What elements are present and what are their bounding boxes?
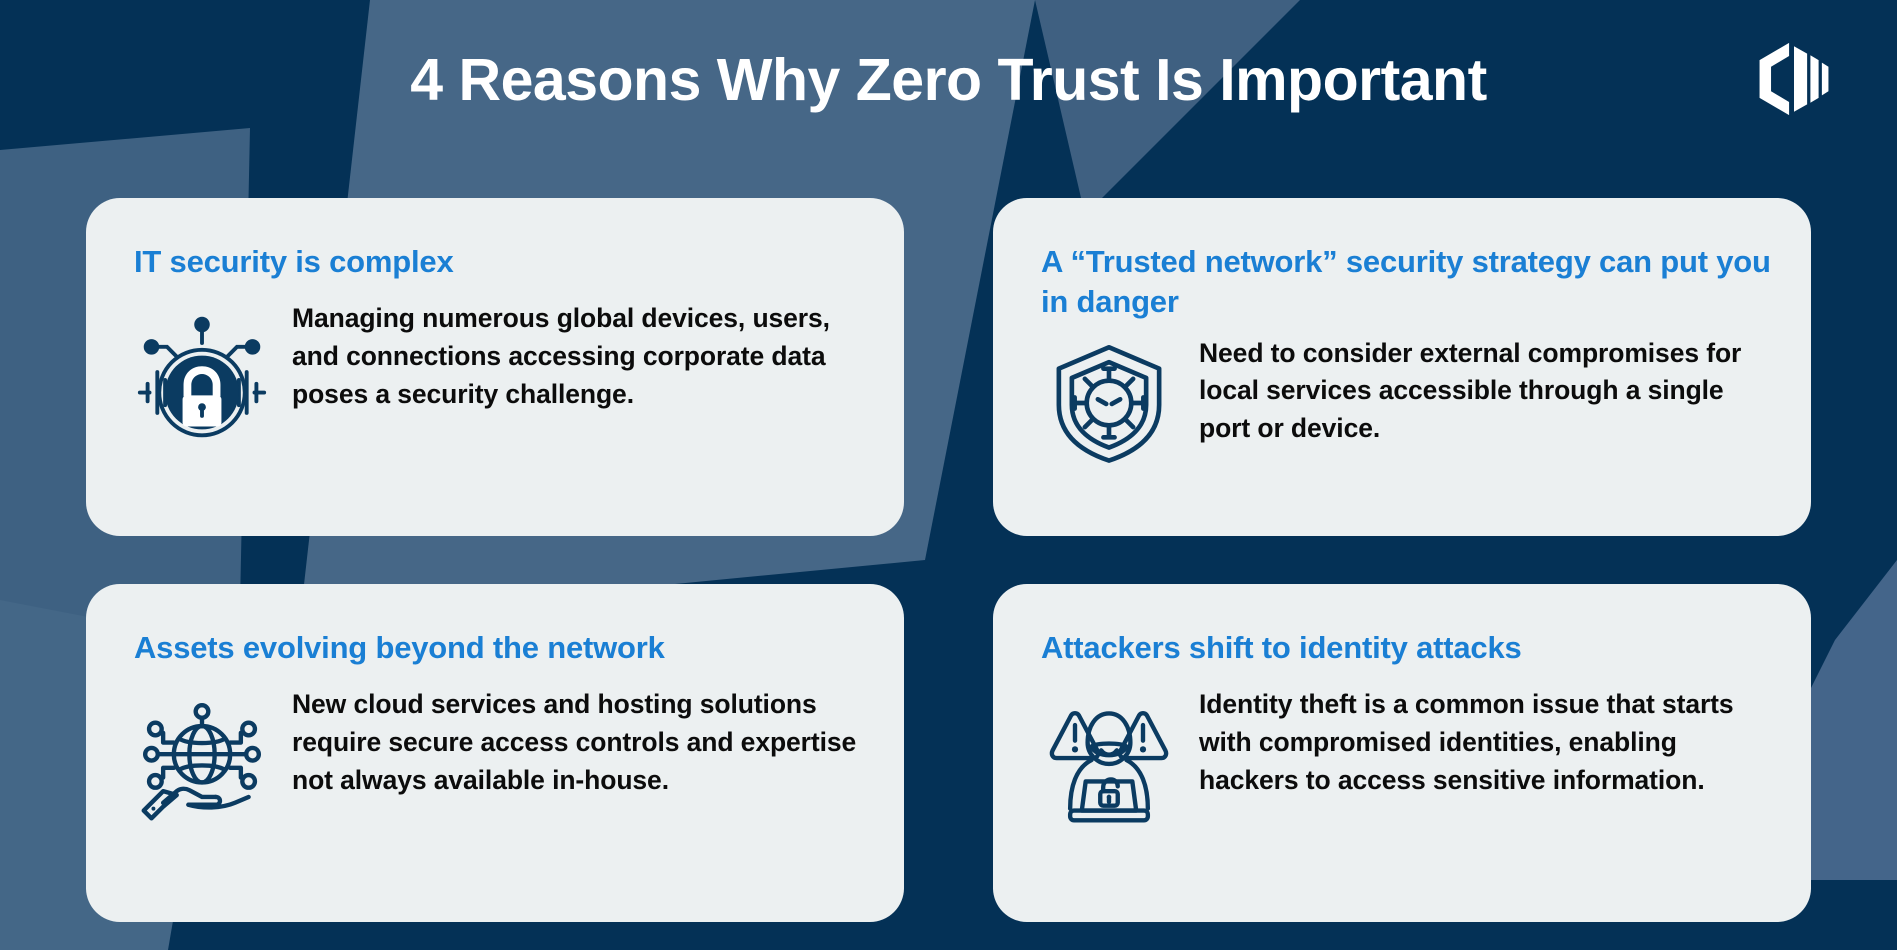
card-body: Identity theft is a common issue that st… (1041, 680, 1771, 888)
card-text: Managing numerous global devices, users,… (292, 303, 830, 409)
card-title: IT security is complex (134, 244, 454, 279)
reasons-grid: IT security is complex (86, 198, 1811, 922)
card-text: New cloud services and hosting solutions… (292, 689, 857, 795)
shield-virus-icon (1041, 335, 1177, 471)
logo-bar-1 (1794, 46, 1808, 112)
card-body: Need to consider external compromises fo… (1041, 329, 1771, 502)
padlock-circuit-icon (134, 308, 270, 444)
card-attackers-shift-identity[interactable]: Attackers shift to identity attacks (993, 584, 1811, 922)
logo-hex-outline (1759, 42, 1790, 116)
background-shape-top-right (1035, 0, 1300, 215)
card-it-security-is-complex[interactable]: IT security is complex (86, 198, 904, 536)
page-title: 4 Reasons Why Zero Trust Is Important (410, 46, 1487, 113)
hacker-laptop-warning-icon (1041, 694, 1177, 830)
logo-bar-3 (1821, 62, 1829, 96)
card-title: Attackers shift to identity attacks (1041, 630, 1522, 665)
card-body: New cloud services and hosting solutions… (134, 680, 864, 888)
card-text: Identity theft is a common issue that st… (1199, 689, 1734, 795)
card-body: Managing numerous global devices, users,… (134, 294, 864, 502)
header: 4 Reasons Why Zero Trust Is Important (0, 0, 1897, 160)
logo-bar-2 (1810, 55, 1819, 103)
company-logo-hexagon[interactable] (1753, 38, 1835, 120)
card-title: A “Trusted network” security strategy ca… (1041, 244, 1771, 320)
card-trusted-network-danger[interactable]: A “Trusted network” security strategy ca… (993, 198, 1811, 536)
card-text: Need to consider external compromises fo… (1199, 337, 1742, 443)
globe-hand-network-icon (134, 694, 270, 830)
card-title: Assets evolving beyond the network (134, 630, 665, 665)
card-assets-evolving-beyond-network[interactable]: Assets evolving beyond the network (86, 584, 904, 922)
